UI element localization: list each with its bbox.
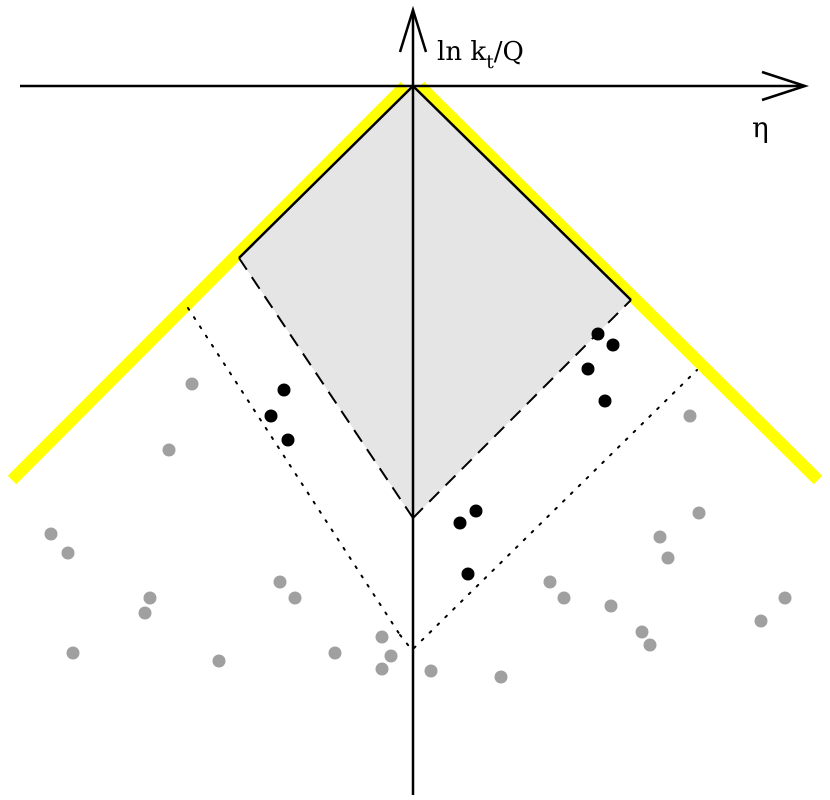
black-point <box>598 394 612 408</box>
gray-point <box>61 546 75 560</box>
gray-point <box>138 606 152 620</box>
black-point <box>581 362 595 376</box>
left-yellow-boundary <box>7 81 410 485</box>
gray-point <box>754 614 768 628</box>
y-axis-label: ln kt/Q <box>437 37 524 73</box>
x-axis-label: η <box>752 111 769 144</box>
black-point <box>461 567 475 581</box>
gray-point <box>635 625 649 639</box>
gray-point <box>543 575 557 589</box>
shaded-region-right-edge <box>412 85 632 301</box>
gray-point <box>653 530 667 544</box>
gray-points-group <box>44 377 792 684</box>
gray-point <box>494 670 508 684</box>
black-point <box>591 327 605 341</box>
y-axis-arrowhead <box>398 5 428 53</box>
black-point <box>606 338 620 352</box>
black-points-group <box>264 327 620 581</box>
gray-point <box>424 664 438 678</box>
gray-point <box>375 662 389 676</box>
gray-point <box>328 646 342 660</box>
y-axis-label-main: ln k <box>437 37 486 67</box>
black-point <box>264 409 278 423</box>
dashed-left-edge <box>238 257 414 519</box>
gray-point <box>643 638 657 652</box>
gray-point <box>692 506 706 520</box>
black-point <box>469 504 483 518</box>
shaded-region-left-edge <box>238 85 414 259</box>
gray-point <box>185 377 199 391</box>
gray-point <box>288 591 302 605</box>
gray-point <box>212 654 226 668</box>
gray-point <box>143 591 157 605</box>
y-axis-label-tail: /Q <box>494 37 524 67</box>
gray-point <box>273 575 287 589</box>
gray-point <box>661 551 675 565</box>
gray-point <box>44 527 58 541</box>
black-point <box>277 383 291 397</box>
gray-point <box>683 409 697 423</box>
y-axis-label-subscript: t <box>486 51 494 73</box>
gray-point <box>557 591 571 605</box>
x-axis-arrowhead <box>761 70 810 102</box>
gray-point <box>384 649 398 663</box>
black-point <box>453 516 467 530</box>
dotted-right-line <box>399 369 698 652</box>
gray-point <box>604 599 618 613</box>
gray-point <box>66 646 80 660</box>
gray-point <box>162 443 176 457</box>
gray-point <box>375 630 389 644</box>
black-point <box>281 433 295 447</box>
right-yellow-boundary <box>415 81 823 485</box>
gray-point <box>778 591 792 605</box>
shaded-emission-region <box>239 86 631 518</box>
